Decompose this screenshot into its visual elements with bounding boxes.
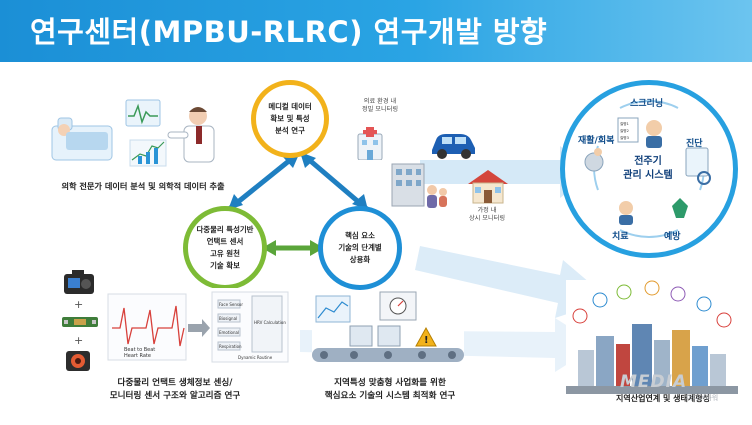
circle-commercialization-line-2: 기술의 단계별: [338, 243, 382, 253]
sensor-caption-line-1: 다중물리 언택트 생체정보 센싱/: [117, 378, 233, 388]
svg-text:!: !: [424, 335, 429, 346]
arrow-to-cycle: [420, 146, 595, 198]
page-title: 연구센터(MPBU-RLRC) 연구개발 방향: [30, 15, 548, 49]
cycle-screening: 스크리닝: [630, 99, 664, 109]
sensor-label-2: Biosignal: [219, 316, 237, 321]
plus-icon-1: +: [74, 298, 84, 311]
circle-sensor-tech-line-1: 다중물리 특성기반: [196, 225, 254, 235]
cycle-center-label: 전주기 관리 시스템: [608, 155, 688, 183]
circle-commercialization-line-3: 상용화: [349, 254, 371, 264]
algorithm-diagram: Beat to Beat Heart Rate Face Sensor Bios…: [106, 288, 292, 368]
optimization-caption-line-1: 지역특성 맞춤형 사업화를 위한: [334, 378, 446, 388]
hospital-icon: [357, 127, 383, 160]
system-optimization-illustration: !: [312, 290, 464, 368]
hospital-label: 의료 환경 내 정밀 모니터링: [345, 98, 415, 115]
circle-commercialization: 핵심 요소 기술의 단계별 상용화: [318, 206, 402, 290]
cycle-center-line-2: 관리 시스템: [623, 170, 673, 181]
circle-sensor-tech: 다중물리 특성기반 언택트 센서 고유 원천 기술 확보: [183, 206, 267, 290]
sensor-label-4: Respiration: [219, 344, 242, 349]
optimization-caption-line-2: 핵심요소 기술의 시스템 최적화 연구: [324, 391, 456, 402]
circle-medical-data-line-3: 분석 연구: [275, 125, 305, 135]
smart-city-illustration: [566, 280, 738, 394]
cycle-treatment: 치료: [612, 232, 629, 242]
circle-medical-data: 메디컬 데이터 확보 및 특성 분석 연구: [251, 80, 329, 158]
medical-expert-illustration: [48, 96, 238, 176]
car-icon: [432, 134, 475, 159]
hospital-label-line-1: 의료 환경 내: [363, 98, 397, 105]
plus-icon-2: +: [74, 334, 84, 347]
circle-sensor-tech-line-4: 기술 확보: [210, 260, 240, 270]
circle-medical-data-line-2: 확보 및 특성: [270, 114, 310, 124]
cycle-diagnosis: 진단: [686, 139, 703, 149]
wave-label-line-1: Beat to Beat: [124, 347, 155, 353]
sensor-label-3: Emotional: [219, 330, 239, 335]
dynamic-routine-label: Dynamic Routine: [238, 355, 273, 360]
watermark-logo: MEDIA: [620, 372, 688, 392]
home-label-line-1: 가정 내: [477, 207, 497, 214]
circle-commercialization-line-1: 핵심 요소: [345, 231, 375, 241]
camera-icon: [64, 270, 94, 294]
cycle-arrows: 질병1 질병2 질병3: [584, 100, 711, 238]
hrv-calc-label: HRV Calculation: [254, 320, 286, 325]
thermal-sensor-icon: [66, 351, 90, 371]
expert-caption: 의학 전문가 데이터 분석 및 의학적 데이터 추출: [61, 181, 225, 191]
circle-sensor-tech-line-3: 고유 원천: [210, 249, 240, 258]
cycle-prevention: 예방: [664, 232, 681, 242]
home-label: 가정 내 상시 모니터링: [452, 207, 522, 224]
checklist-item-1: 질병1: [620, 121, 629, 126]
circle-sensor-tech-line-2: 언택트 센서: [206, 237, 244, 247]
ecosystem-caption: 지역산업연계 및 생태계형성: [616, 394, 710, 403]
circle-medical-data-line-1: 메디컬 데이터: [268, 102, 312, 112]
checklist-item-2: 질병2: [620, 128, 629, 133]
optimization-caption: 지역특성 맞춤형 사업화를 위한 핵심요소 기술의 시스템 최적화 연구: [300, 377, 480, 404]
house-icon: [468, 170, 508, 204]
hospital-label-line-2: 정밀 모니터링: [361, 106, 399, 114]
checklist-item-3: 질병3: [620, 135, 629, 140]
cycle-rehabilitation: 재활/회복: [578, 136, 615, 146]
building-family-icon: [391, 163, 447, 208]
cycle-center-line-1: 전주기: [634, 156, 662, 167]
wave-label-line-2: Heart Rate: [124, 353, 151, 359]
sensor-label-1: Face Sensor: [219, 302, 243, 307]
header-banner: 연구센터(MPBU-RLRC) 연구개발 방향: [0, 0, 752, 62]
sensor-caption-line-2: 모니터링 센서 구조와 알고리즘 연구: [109, 391, 241, 402]
sensor-research-caption: 다중물리 언택트 생체정보 센싱/ 모니터링 센서 구조와 알고리즘 연구: [70, 377, 280, 404]
watermark-subtext: 미디어아워: [686, 394, 719, 402]
sensor-board-icon: [62, 317, 98, 327]
home-label-line-2: 상시 모니터링: [468, 215, 506, 223]
arrow-to-city-upper: [415, 246, 610, 318]
